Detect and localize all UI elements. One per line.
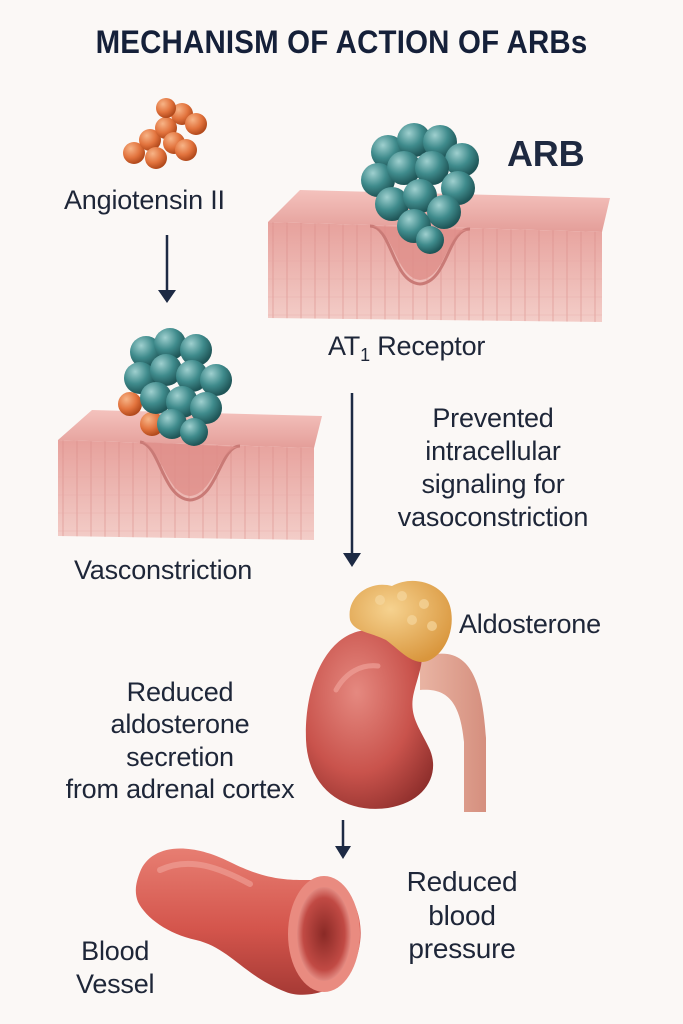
angiotensin-molecule-icon (123, 98, 207, 169)
prevented-line: intracellular (425, 435, 561, 466)
blood-vessel-label: Blood Vessel (76, 935, 155, 1001)
reduced-aldo-line: Reduced (126, 677, 234, 707)
at1-receptor-label: AT1 Receptor (328, 331, 485, 365)
vasoconstriction-label: Vasconstriction (74, 555, 253, 585)
kidney-icon (305, 629, 486, 812)
reduced-aldosterone-label: Reduced aldosterone secretion from adren… (56, 676, 304, 806)
prevented-line: vasoconstriction (397, 501, 589, 532)
prevented-signaling-label: Prevented intracellular signaling for va… (368, 402, 618, 534)
adrenal-gland-icon (349, 580, 452, 662)
at1-receptor-tissue (268, 190, 610, 322)
arrow-down-icon (335, 820, 351, 859)
reduced-aldo-line: aldosterone (110, 709, 250, 740)
prevented-line: Prevented (432, 403, 554, 433)
reduced-aldo-line: from adrenal cortex (65, 774, 295, 805)
arrow-down-icon (343, 393, 361, 567)
arb-molecule-icon (361, 123, 479, 254)
aldosterone-label: Aldosterone (459, 609, 601, 639)
reduced-bp-line: blood (428, 899, 496, 931)
receptor-subscript: 1 (360, 345, 370, 365)
blood-vessel-line: Blood (81, 936, 150, 966)
arb-label: ARB (507, 133, 585, 174)
reduced-bp-line: Reduced (406, 866, 518, 897)
reduced-blood-pressure-label: Reduced blood pressure (382, 865, 542, 966)
reduced-bp-line: pressure (408, 933, 516, 965)
bound-molecule-icon (118, 328, 232, 446)
angiotensin-label: Angiotensin II (64, 185, 225, 215)
prevented-line: signaling for (421, 468, 565, 499)
page-title: MECHANISM OF ACTION OF ARBs (95, 24, 588, 60)
blood-vessel-line: Vessel (76, 968, 155, 999)
arrow-down-icon (158, 235, 176, 303)
blood-vessel-icon (135, 848, 361, 995)
receptor-suffix: Receptor (369, 331, 486, 361)
receptor-prefix: AT (328, 331, 361, 361)
reduced-aldo-line: secretion (126, 741, 234, 772)
